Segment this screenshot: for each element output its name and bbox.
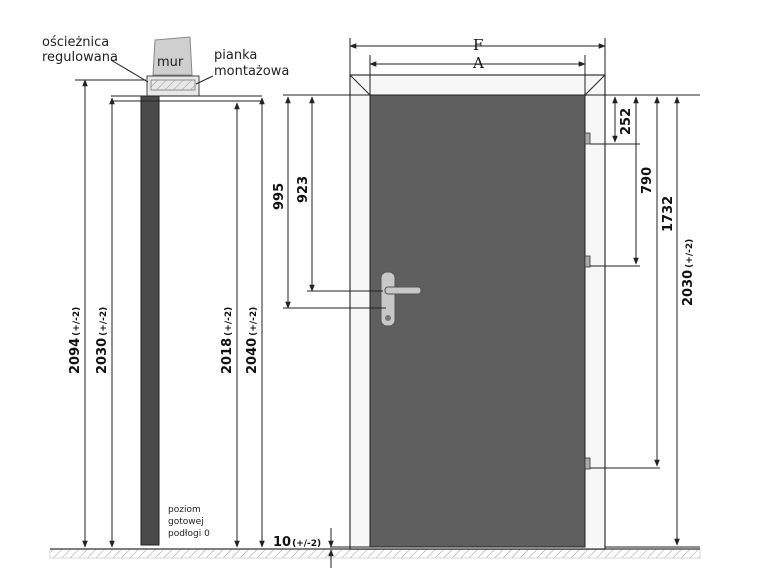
handle-dimension-lines xyxy=(283,94,386,309)
dim-2094: 2094(+/-2) xyxy=(68,307,83,374)
frame-section-view xyxy=(110,36,262,546)
wall-block xyxy=(152,36,193,76)
dim-995: 995 xyxy=(272,183,287,210)
bottom-gap-dimension xyxy=(328,528,370,568)
frame-label-line1: ościeżnica xyxy=(42,35,109,50)
width-dimension-lines xyxy=(349,38,606,95)
dim-2040: 2040(+/-2) xyxy=(245,307,260,374)
floor-label-line3: podłogi 0 xyxy=(168,529,210,539)
foam-label-line1: pianka xyxy=(214,48,257,63)
floor-label-line2: gotowej xyxy=(168,517,204,527)
mounting-foam xyxy=(150,79,196,91)
frame-label-line2: regulowana xyxy=(42,50,118,65)
door-handle xyxy=(380,271,422,327)
hinge-middle xyxy=(584,255,591,268)
door-front-view xyxy=(349,74,606,550)
dim-10: 10(+/-2) xyxy=(273,535,321,550)
dim-1732: 1732 xyxy=(661,196,676,232)
floor-label-line1: poziom xyxy=(168,505,201,515)
right-dimension-lines xyxy=(585,94,700,548)
dim-letter-a: A xyxy=(472,54,484,72)
hinge-top xyxy=(584,132,591,145)
dim-2030-right: 2030(+/-2) xyxy=(681,239,696,306)
dim-2018: 2018(+/-2) xyxy=(220,307,235,374)
left-dimension-lines xyxy=(75,79,265,548)
dim-252: 252 xyxy=(619,108,634,135)
wall-label: mur xyxy=(157,55,184,70)
dim-letter-f: F xyxy=(473,36,483,54)
floor-ground xyxy=(49,548,701,559)
hinge-bottom xyxy=(584,457,591,470)
dim-790: 790 xyxy=(640,167,655,194)
dim-923: 923 xyxy=(296,176,311,203)
dim-2030-left: 2030(+/-2) xyxy=(95,307,110,374)
door-leaf-section xyxy=(140,95,160,546)
door-leaf xyxy=(369,94,586,548)
foam-label-line2: montażowa xyxy=(214,64,289,79)
